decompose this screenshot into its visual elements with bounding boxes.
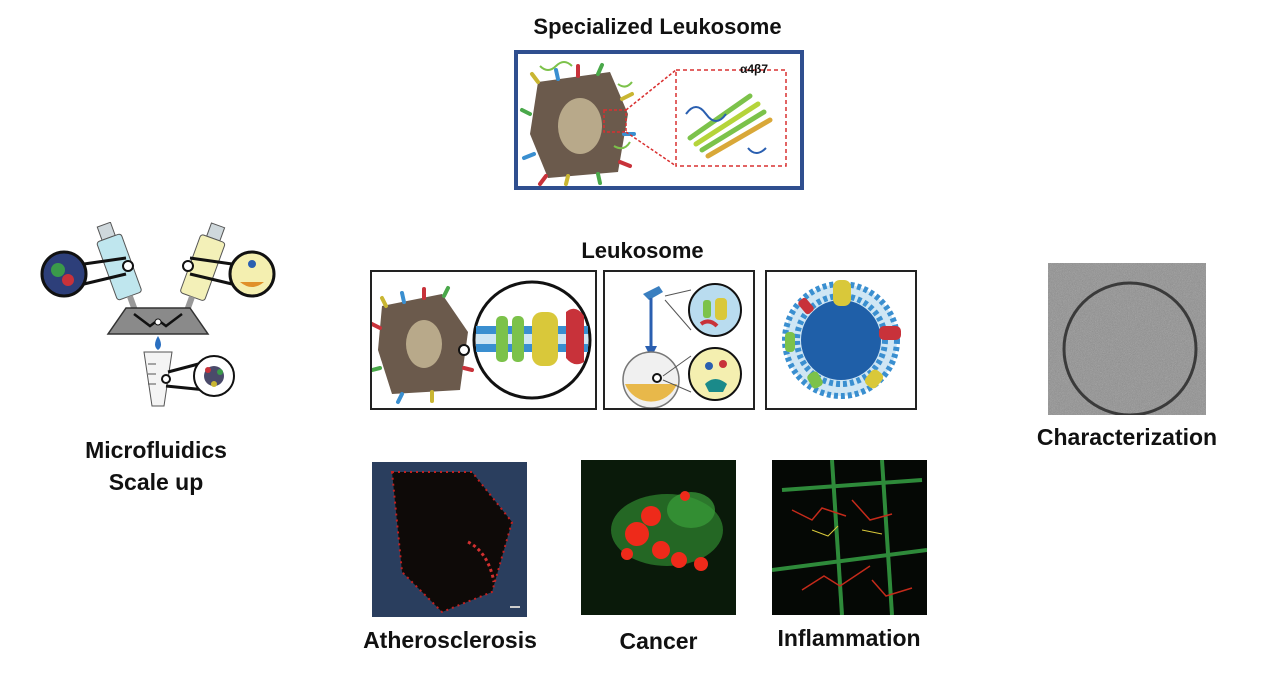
- microfluidics-illustration: [40, 222, 276, 407]
- specialized-leukosome-panel: [514, 50, 804, 190]
- microfluidics-line1: Microfluidics: [85, 437, 227, 463]
- leukosome-synthesis-panel: [603, 270, 755, 410]
- characterization-label: Characterization: [1036, 424, 1218, 450]
- inflammation-label: Inflammation: [777, 625, 921, 651]
- cryo-em-image: [1048, 263, 1206, 415]
- cancer-image: [581, 460, 736, 615]
- receptor-label: α4β7: [740, 62, 769, 76]
- cancer-label: Cancer: [619, 628, 698, 654]
- specialized-leukosome-title: Specialized Leukosome: [533, 14, 782, 39]
- microfluidics-line2: Scale up: [108, 469, 204, 495]
- leukosome-liposome-panel: [765, 270, 917, 410]
- atherosclerosis-image: [372, 462, 527, 617]
- leukosome-title: Leukosome: [581, 238, 704, 263]
- microfluidics-label: Microfluidics Scale up: [56, 434, 256, 498]
- atherosclerosis-label: Atherosclerosis: [363, 627, 537, 653]
- leukosome-membrane-panel: [370, 270, 597, 410]
- specialized-leukosome-illustration: [520, 61, 787, 186]
- inflammation-image: [772, 460, 927, 615]
